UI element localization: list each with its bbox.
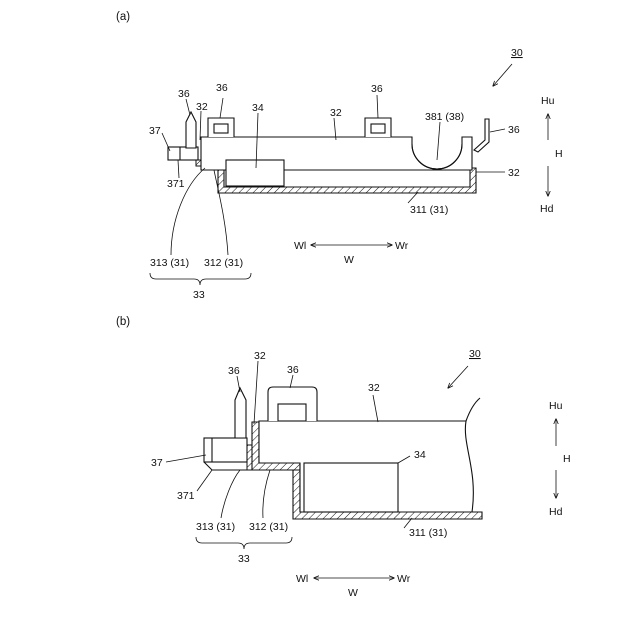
label-b-32-mid: 32	[368, 382, 380, 394]
part-37-b	[204, 438, 247, 462]
label-36-right: 36	[508, 124, 520, 136]
clip-36-center	[365, 118, 391, 137]
clip-36-left-tall	[186, 112, 196, 148]
panel-a-ref-30: 30	[511, 47, 523, 59]
label-32-left: 32	[196, 101, 208, 113]
axis-w-label: W	[344, 254, 354, 266]
clip-36-right	[474, 119, 489, 152]
label-313: 313 (31)	[150, 257, 189, 269]
label-311: 311 (31)	[410, 204, 448, 216]
axis-b-h-up-label: Hu	[549, 400, 563, 412]
label-b-311: 311 (31)	[409, 527, 447, 539]
label-36-left-tall: 36	[178, 88, 190, 100]
label-b-33: 33	[238, 553, 250, 565]
panel-b-ref-30: 30	[469, 348, 481, 360]
label-32-top: 32	[330, 107, 342, 119]
panel-a-ref-30-arrow	[493, 64, 512, 86]
panel-a: (a) 30	[116, 11, 563, 301]
label-37: 37	[149, 125, 161, 137]
brace-b-33	[196, 537, 292, 549]
block-34-b	[304, 463, 398, 512]
clip-36-b-right	[268, 387, 317, 421]
clip-36-left	[208, 118, 234, 137]
label-b-313: 313 (31)	[196, 521, 235, 533]
part-37	[168, 147, 198, 160]
label-36-center: 36	[371, 83, 383, 95]
axis-b-h-label: H	[563, 453, 571, 465]
axis-h-up-label: Hu	[541, 95, 555, 107]
label-33: 33	[193, 289, 205, 301]
block-34	[226, 160, 284, 186]
clip-36-b-left	[235, 388, 246, 438]
label-b-36-right: 36	[287, 364, 299, 376]
label-b-32-top: 32	[254, 350, 266, 362]
label-371: 371	[167, 178, 185, 190]
label-b-34: 34	[414, 449, 426, 461]
panel-a-tag: (a)	[116, 11, 130, 23]
panel-b-tag: (b)	[116, 316, 130, 328]
label-b-371: 371	[177, 490, 195, 502]
panel-b: (b) 30	[116, 316, 571, 599]
brace-33	[150, 273, 251, 285]
label-36-left: 36	[216, 82, 228, 94]
label-b-312: 312 (31)	[249, 521, 288, 533]
axis-h-label: H	[555, 148, 563, 160]
axis-b-h-down-label: Hd	[549, 506, 563, 518]
axis-w-right-label: Wr	[395, 240, 409, 252]
label-312: 312 (31)	[204, 257, 243, 269]
axis-b-w-left-label: Wl	[296, 573, 308, 585]
label-34: 34	[252, 102, 264, 114]
label-b-36-left: 36	[228, 365, 240, 377]
label-32-right: 32	[508, 167, 520, 179]
axis-w-left-label: Wl	[294, 240, 306, 252]
panel-b-ref-30-arrow	[448, 366, 468, 388]
axis-b-w-label: W	[348, 587, 358, 599]
axis-b-w-right-label: Wr	[397, 573, 411, 585]
label-b-37: 37	[151, 457, 163, 469]
axis-h-down-label: Hd	[540, 203, 554, 215]
label-381: 381 (38)	[425, 111, 464, 123]
